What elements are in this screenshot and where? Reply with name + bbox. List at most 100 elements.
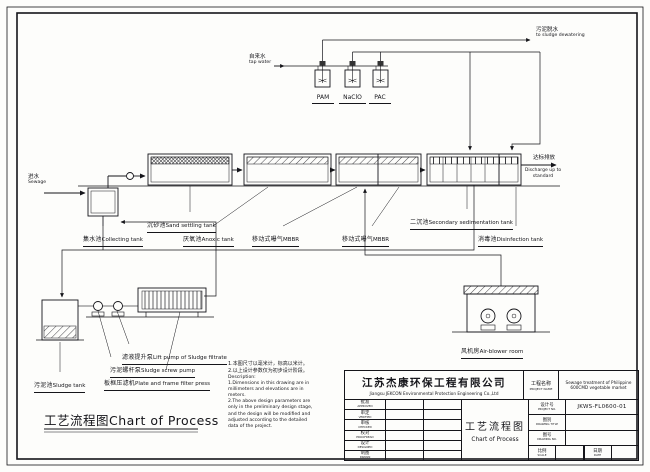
influent-en: Sewage [28, 180, 47, 186]
sig-blank [424, 431, 461, 440]
sig-cn: 校对 [360, 430, 370, 436]
sig-en: DESIGNED [357, 445, 373, 450]
company-name-cn: 江苏杰康环保工程有限公司 [362, 376, 506, 389]
sludge-tank-en: Sludge tank [52, 383, 86, 389]
date-label-en: DATE [593, 452, 602, 457]
anoxic-cn: 厌氧池 [183, 236, 202, 243]
sand-settling-cn: 沉砂池 [147, 222, 166, 229]
discharge-en: Discharge up to standard [524, 168, 562, 179]
note-en-line: and the design will be modified and [228, 411, 311, 417]
project-no-label-cn: 设计号 [540, 402, 554, 408]
to-sludge-dewatering-cn: 污泥脱水 [536, 27, 559, 33]
scale-label-cn: 比例 [537, 448, 547, 454]
sand-settling-en: Sand settling tank [165, 223, 216, 229]
sig-cn: 审核 [360, 420, 370, 426]
mbbr2-cn: 移动式曝气 [342, 236, 374, 243]
date-value [612, 446, 639, 460]
dosing-label-pam: PAM [312, 94, 334, 104]
scale-value [556, 445, 584, 460]
sig-blank [424, 410, 461, 419]
description-title: Description: [228, 374, 256, 380]
sig-blank [386, 430, 424, 440]
filter-press-cn: 板框压滤机 [104, 380, 136, 387]
to-sludge-dewatering-label: 污泥脱水 to sludge dewatering [536, 27, 585, 38]
anoxic-tank [243, 153, 332, 186]
sand-settling-tank [147, 153, 233, 186]
dosing-label-pac: PAC [369, 94, 391, 104]
note-en-line: only in the preliminary design stage, [228, 405, 313, 411]
note-en-line: 2.The above design parameters are [228, 399, 311, 405]
air-blower-room [452, 285, 550, 333]
note-en-line: meters. [228, 393, 246, 399]
notes-block: 1.本图尺寸以毫米计，标高以米计。 2.以上设计参数仅为初步设计阶段。 Desc… [228, 361, 338, 430]
lift-pump-en: Lift pump of Sludge filtrate [153, 355, 227, 361]
secondary-sedimentation-and-disinfection-tank [426, 153, 522, 186]
sig-cn: 制图 [360, 451, 370, 457]
sig-blank [424, 420, 461, 429]
sludge-tank-cn: 污泥池 [34, 382, 53, 389]
drawing-no-value [566, 431, 638, 445]
anoxic-en: Anoxic tank [201, 237, 234, 243]
footer-title-underline [44, 428, 198, 433]
note-en-line: data of the project. [228, 424, 273, 429]
collecting-cn: 集水池 [83, 236, 102, 243]
note-en-line: 1.Dimensions in this drawing are in [228, 380, 310, 386]
note-en-line: adjusted according to the detailed [228, 417, 308, 423]
sludge-tank [36, 299, 84, 341]
dosing-label-naclo: NaClO [339, 94, 366, 104]
sig-en: VERIFIED [358, 414, 372, 419]
date-label-cn: 日期 [593, 448, 602, 454]
to-sludge-dewatering-en: to sludge dewatering [536, 33, 585, 39]
drawing-title-label-en: DRAWING TITLE [535, 422, 559, 427]
influent-cn: 进水 [28, 174, 40, 180]
sig-cn: 批准 [360, 400, 370, 406]
project-name-label-en: PROJECT NAME [529, 386, 553, 391]
flow-arrows [232, 162, 557, 173]
sig-blank [386, 450, 424, 461]
air-blower-room-en: Air-blower room [479, 349, 524, 355]
footer-chart-title: 工艺流程图Chart of Process [44, 410, 219, 429]
scale-label-en: SCALE [537, 452, 547, 457]
screw-pump-label: 污泥螺杆泵Sludge screw pump [110, 358, 196, 378]
tap-water-en: tap water [249, 60, 272, 66]
influent-label: 进水 Sewage [28, 174, 46, 185]
screw-pump-cn: 污泥螺杆泵 [110, 367, 142, 374]
disinfection-en: Disinfection tank [496, 237, 544, 243]
mbbr1-cn: 移动式曝气 [252, 236, 284, 243]
sig-en: PROOFREAD [356, 434, 374, 439]
drawing-no-label-cn: 图号 [542, 433, 552, 439]
project-name-label: 工程名称 PROJECT NAME [524, 371, 559, 399]
tap-water-label: 自来水 tap water [249, 54, 271, 65]
air-blower-room-label: 风机房Air-blower room [461, 339, 524, 359]
sig-blank [386, 420, 424, 430]
note-cn-1: 1.本图尺寸以毫米计，标高以米计。 [228, 361, 308, 367]
lift-pump-label: 滤液提升泵Lift pump of Sludge filtrate [122, 345, 227, 365]
note-en-line: millimeters and elevations are in [228, 386, 304, 392]
secondary-sedimentation-tank-label: 二沉池Secondary sedimentation tank [410, 210, 513, 230]
leader-lines [59, 186, 517, 372]
mbbr2-en: MBBR [373, 237, 390, 243]
lift-pump-cn: 滤液提升泵 [122, 354, 154, 361]
frame [6, 6, 644, 466]
sig-en: CHECKED [358, 424, 372, 429]
drawing-no-label-en: DRAWING NO. [537, 437, 557, 442]
sig-en: APPROVED [357, 404, 373, 409]
anoxic-tank-label: 厌氧池Anoxic tank [183, 227, 234, 247]
filter-press [86, 287, 214, 318]
sig-blank [386, 410, 424, 420]
